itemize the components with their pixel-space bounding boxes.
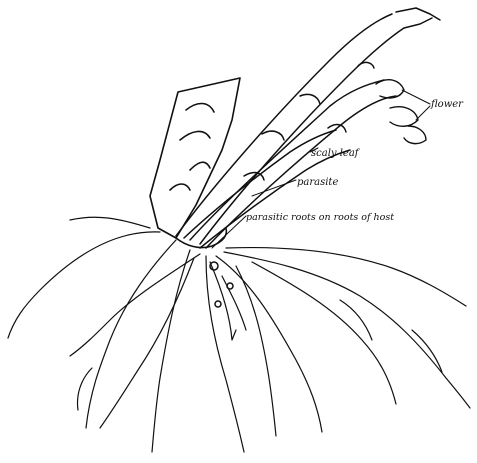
label-flower: flower — [431, 100, 463, 110]
root-system — [8, 217, 470, 452]
label-scaly-leaf: scaly leaf — [311, 149, 359, 159]
label-parasite: parasite — [297, 178, 338, 188]
label-parasitic-roots: parasitic roots on roots of host — [246, 213, 394, 223]
flowers — [376, 80, 426, 144]
host-stem — [150, 78, 240, 238]
